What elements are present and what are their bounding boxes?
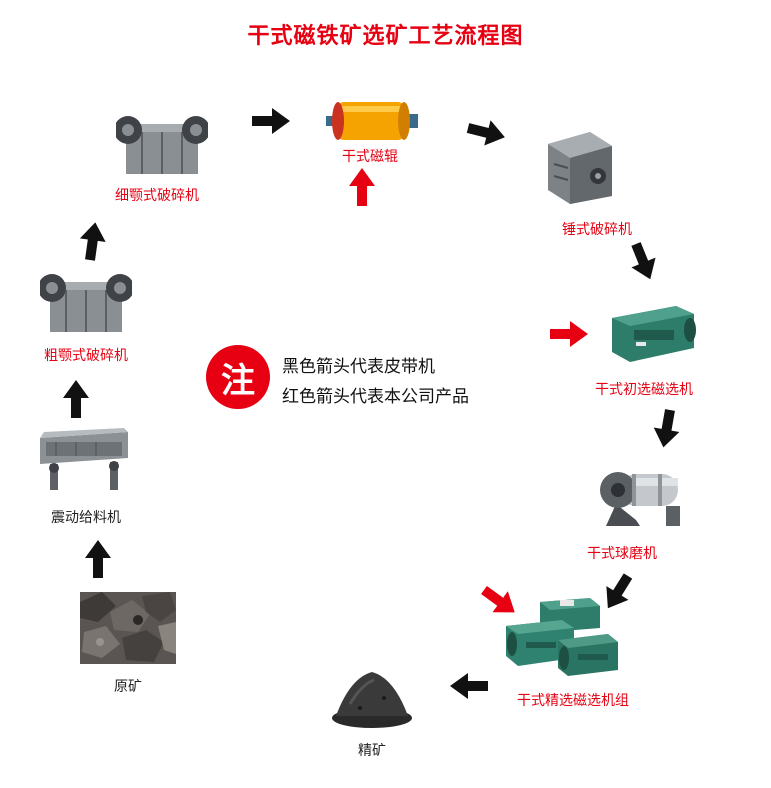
- arrow-fine-group-to-concentrate: [450, 673, 488, 699]
- arrow-fine-jaw-to-roll: [252, 108, 290, 134]
- arrow-hammer-to-primary: [623, 239, 663, 285]
- vibrating-feeder-image: [40, 428, 128, 490]
- note-black-arrow-meaning: 黑色箭头代表皮带机: [282, 357, 435, 377]
- primary-separator-image: [612, 306, 696, 362]
- fine-separator-group-image: [506, 598, 618, 676]
- red-arrow-roll: [349, 168, 375, 206]
- arrow-primary-to-mill: [650, 407, 683, 450]
- magnetic-roll-image: [326, 102, 418, 140]
- red-arrow-primary: [550, 321, 588, 347]
- arrow-roll-to-hammer: [464, 115, 509, 150]
- arrow-mill-to-fine-group: [596, 569, 640, 616]
- concentrate-image: [332, 672, 412, 728]
- red-arrow-fine-group: [476, 579, 523, 623]
- coarse-jaw-crusher-image: [40, 274, 132, 332]
- fine-jaw-crusher-image: [116, 116, 208, 174]
- vibrating-feeder-label: 震动给料机: [51, 510, 121, 526]
- arrow-raw-to-feeder: [85, 540, 111, 578]
- coarse-jaw-crusher-label: 粗颚式破碎机: [44, 348, 128, 364]
- raw-ore-label: 原矿: [114, 679, 142, 695]
- fine-separator-group-label: 干式精选磁选机组: [517, 693, 629, 709]
- primary-separator-label: 干式初选磁选机: [595, 382, 693, 398]
- arrow-feeder-to-coarse-jaw: [63, 380, 89, 418]
- hammer-crusher-label: 锤式破碎机: [562, 222, 632, 238]
- hammer-crusher-image: [548, 132, 612, 204]
- raw-ore-image: [80, 592, 176, 664]
- concentrate-label: 精矿: [358, 743, 386, 759]
- ball-mill-image: [600, 472, 680, 526]
- note-badge: 注: [206, 345, 270, 409]
- page-title: 干式磁铁矿选矿工艺流程图: [247, 24, 524, 49]
- arrow-coarse-to-fine-jaw: [77, 220, 109, 262]
- ball-mill-label: 干式球磨机: [587, 546, 657, 562]
- fine-jaw-crusher-label: 细颚式破碎机: [115, 188, 199, 204]
- note-red-arrow-meaning: 红色箭头代表本公司产品: [282, 387, 469, 407]
- magnetic-roll-label: 干式磁辊: [342, 149, 398, 165]
